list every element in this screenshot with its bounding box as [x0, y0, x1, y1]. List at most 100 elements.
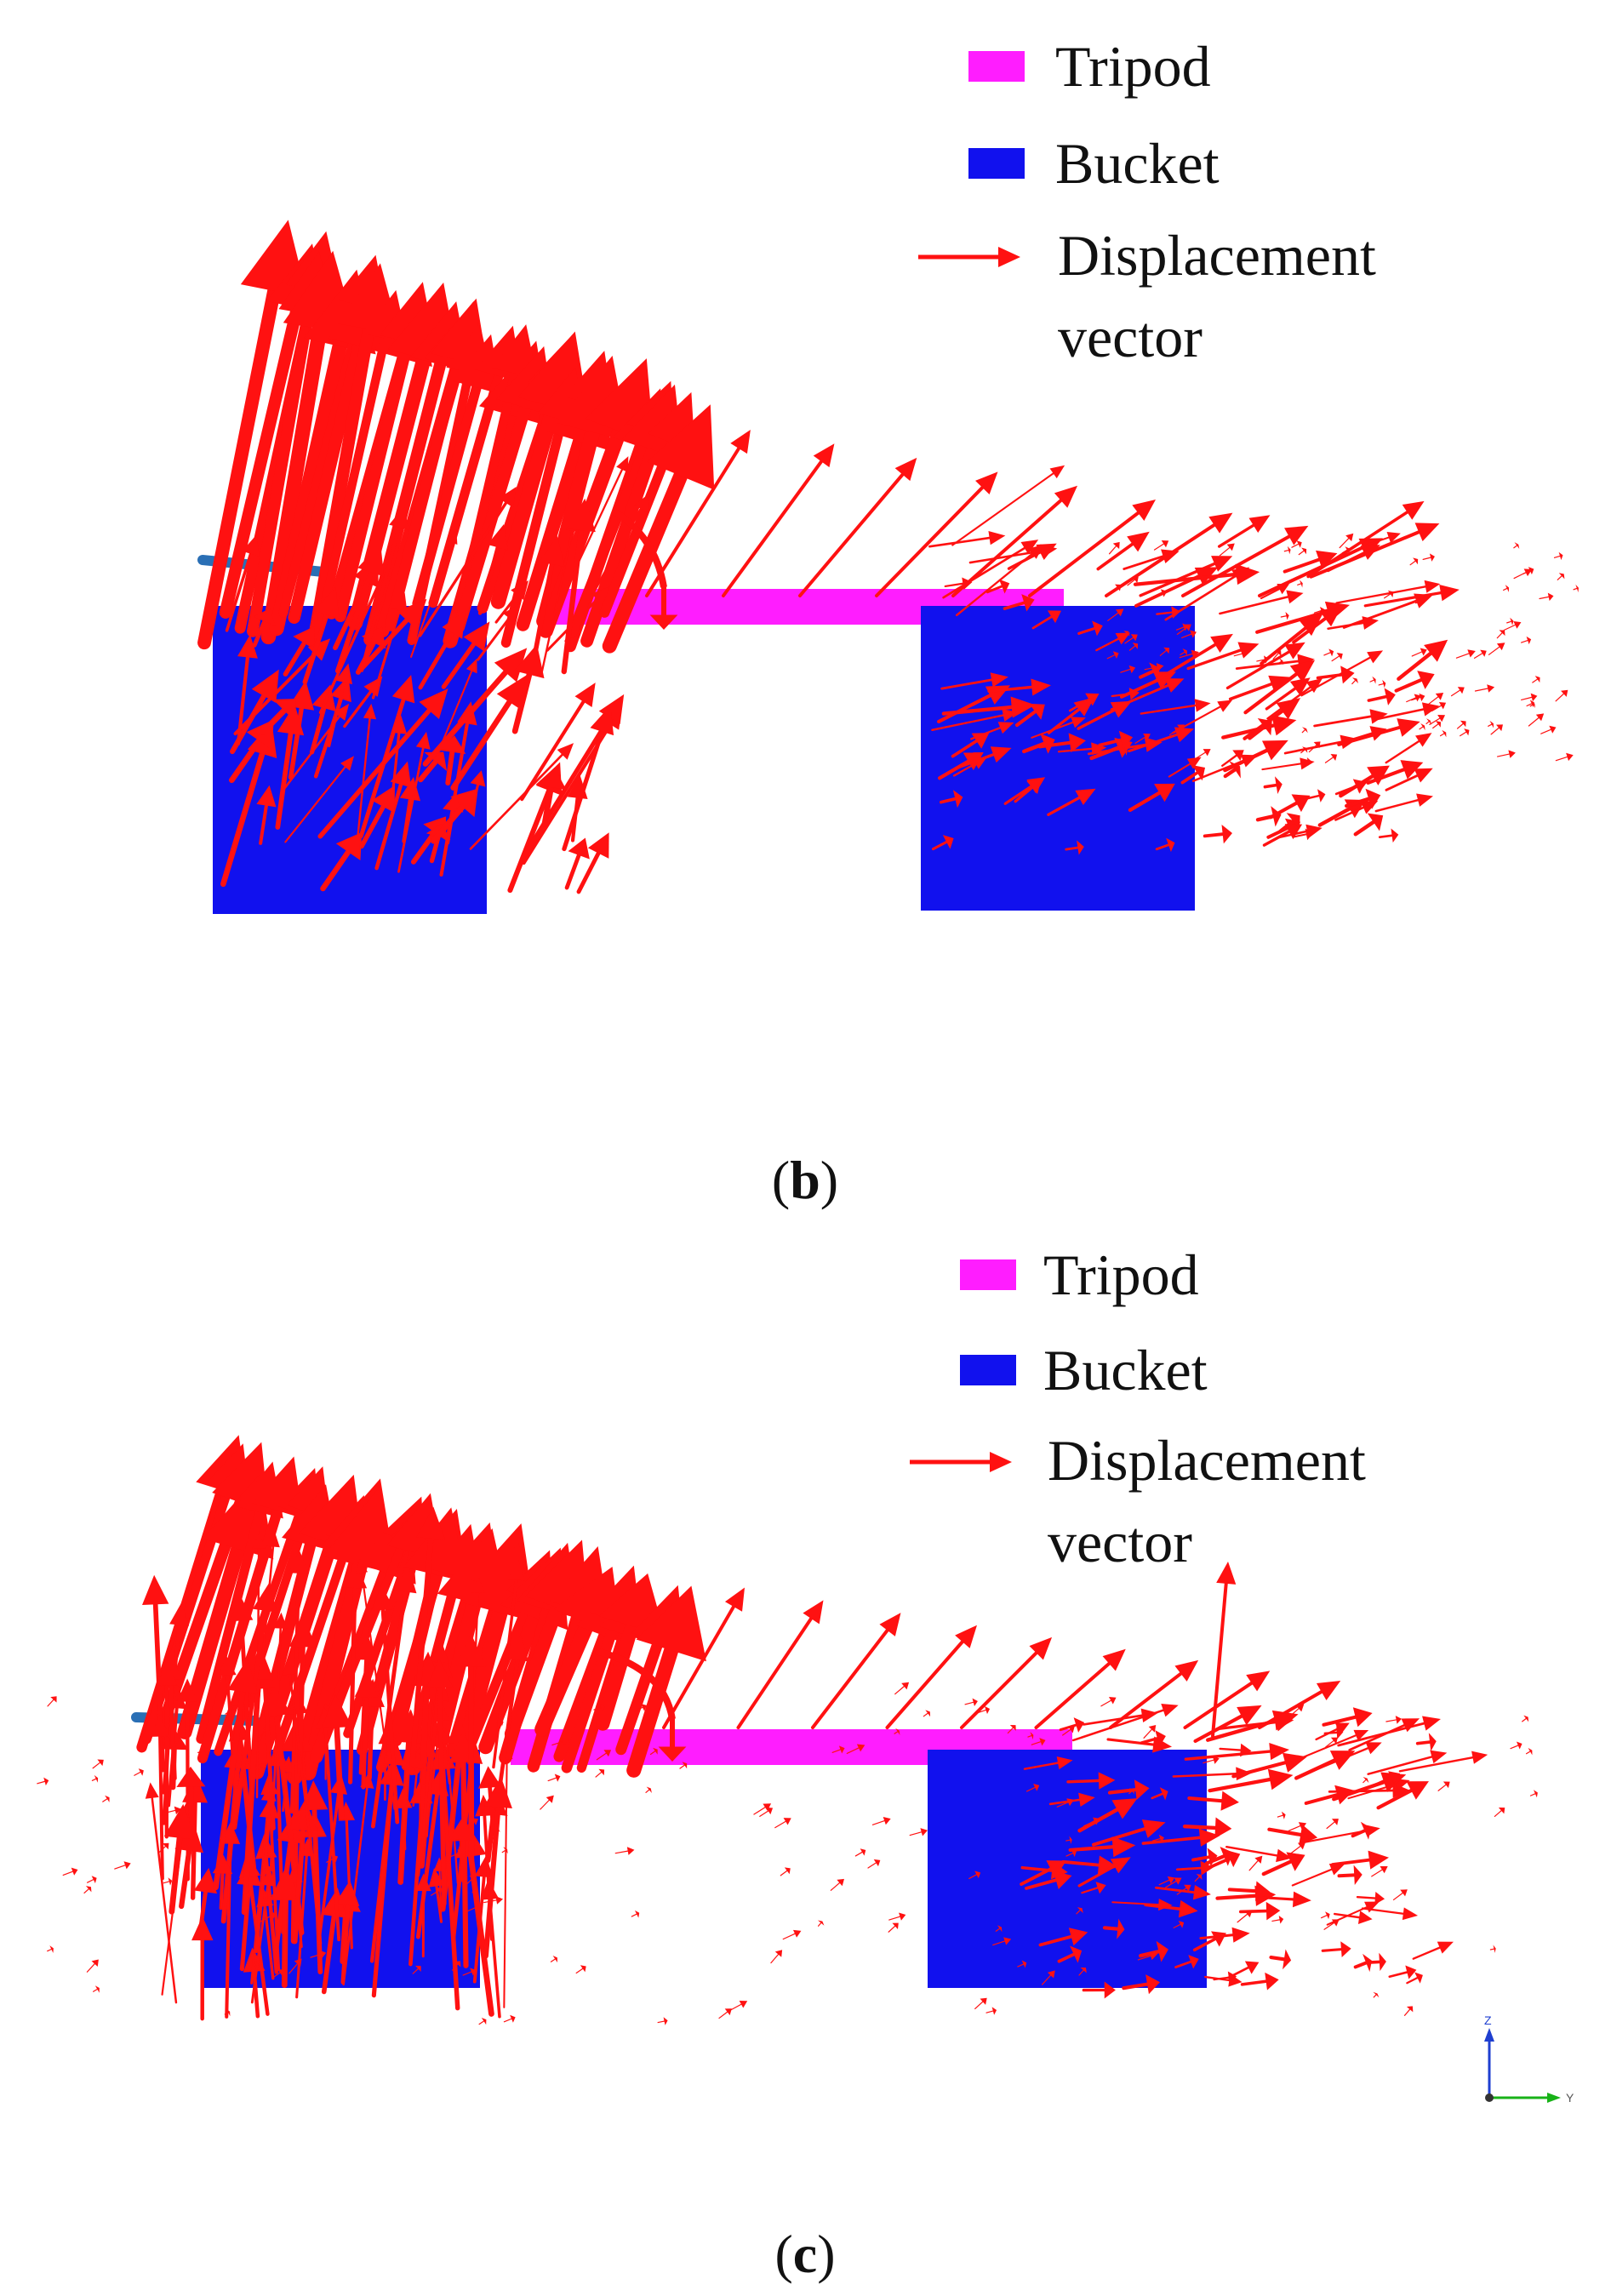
displacement-vector-head [1110, 700, 1132, 718]
displacement-vector [1077, 708, 1117, 730]
displacement-vector-head [283, 1658, 298, 1676]
displacement-vector [1175, 1866, 1203, 1871]
displacement-vector-head [321, 1693, 352, 1728]
displacement-vector [1065, 1853, 1074, 1857]
displacement-vector-head [492, 324, 538, 379]
displacement-vector [1186, 648, 1243, 671]
displacement-vector-head [415, 1873, 431, 1892]
displacement-vector [1316, 673, 1344, 680]
displacement-vector [196, 1507, 265, 1745]
displacement-vector-head [1214, 1817, 1232, 1839]
displacement-vector [564, 853, 581, 890]
displacement-vector [1291, 543, 1300, 548]
displacement-vector [1219, 546, 1231, 557]
displacement-vector-head [1066, 1798, 1074, 1807]
displacement-vector [1111, 693, 1131, 698]
displacement-vector-head [1316, 1681, 1341, 1701]
displacement-vector-head [1108, 1696, 1117, 1705]
displacement-vector [1078, 1969, 1084, 1976]
displacement-vector-head [415, 1965, 421, 1972]
displacement-vector [1522, 1717, 1527, 1722]
displacement-vector-head [1566, 752, 1574, 762]
displacement-vector [418, 758, 438, 783]
displacement-vector-head [1437, 714, 1446, 722]
displacement-vector [1181, 633, 1192, 639]
displacement-vector [1337, 1873, 1357, 1878]
displacement-vector [1353, 1961, 1368, 1969]
displacement-vector-head [647, 404, 715, 490]
displacement-vector-head [1021, 1960, 1027, 1968]
displacement-vector [257, 1730, 266, 1740]
displacement-vector-head [1148, 1725, 1157, 1733]
displacement-vector [1356, 1896, 1376, 1899]
displacement-vector [1367, 694, 1388, 702]
displacement-vector-head [1163, 647, 1170, 654]
displacement-vector [92, 1762, 100, 1769]
displacement-vector-head [646, 1786, 652, 1793]
displacement-vector [780, 1870, 788, 1876]
displacement-vector [1098, 738, 1123, 747]
legend-bucket-label: Bucket [1043, 1338, 1208, 1402]
displacement-vector-head [1362, 616, 1380, 630]
displacement-vector-head [430, 1641, 449, 1664]
displacement-vector-head [1210, 633, 1233, 653]
displacement-vector [1123, 555, 1165, 570]
displacement-vector [494, 593, 519, 624]
displacement-vector-head [1155, 1730, 1166, 1747]
displacement-vector [1107, 612, 1119, 621]
displacement-vector-head [1009, 1725, 1016, 1731]
displacement-vector-head [1095, 1882, 1106, 1894]
displacement-vector-head [1284, 642, 1305, 660]
displacement-vector-head [1053, 1870, 1072, 1889]
displacement-vector-head [393, 1566, 417, 1594]
panel-b: Tripod Bucket Displacement vector (b) [197, 37, 1579, 1210]
displacement-vector-head [1325, 1911, 1330, 1920]
displacement-vector [1513, 572, 1527, 580]
displacement-vector [281, 1897, 288, 1989]
displacement-vector-head [1414, 523, 1440, 542]
displacement-vector-head [321, 1888, 347, 1918]
displacement-vector [1321, 1948, 1343, 1952]
displacement-vector-head [426, 1658, 454, 1688]
displacement-vector [335, 569, 374, 674]
displacement-vector [1439, 733, 1445, 737]
displacement-vector [1260, 626, 1307, 665]
displacement-vector-head [176, 1766, 206, 1787]
displacement-vector [1303, 1830, 1368, 1843]
displacement-vector-head [1221, 825, 1232, 844]
axis-z-label: Z [1484, 2013, 1492, 2027]
displacement-vector [923, 1712, 928, 1717]
displacement-vector [1353, 820, 1376, 837]
displacement-vector [229, 738, 262, 784]
displacement-vector [1474, 688, 1488, 692]
displacement-vector [317, 1791, 340, 1945]
displacement-vector-head [399, 777, 421, 802]
displacement-vector-head [1178, 1899, 1198, 1918]
displacement-vector [1267, 1827, 1303, 1837]
displacement-vector-head [1300, 757, 1315, 770]
displacement-vector-head [1285, 611, 1289, 620]
displacement-vector [478, 1610, 542, 1755]
displacement-vector-head [1487, 684, 1495, 693]
displacement-vector [1371, 1869, 1383, 1877]
displacement-vector-head [1220, 1846, 1233, 1866]
displacement-vector [419, 1683, 430, 1785]
displacement-vector [540, 1799, 550, 1810]
displacement-vector [431, 803, 466, 844]
displacement-vector [1323, 1922, 1335, 1930]
displacement-vector [1003, 785, 1033, 805]
displacement-vector-head [447, 1819, 477, 1842]
displacement-vector [817, 1922, 822, 1927]
displacement-vector [985, 2010, 994, 2013]
displacement-vector [1111, 1901, 1160, 1906]
tripod-swatch [968, 51, 1025, 82]
displacement-vector-head [1176, 727, 1181, 735]
displacement-vector-head [335, 663, 352, 685]
displacement-vector-head [544, 1710, 551, 1716]
arrow-icon [910, 1452, 1012, 1472]
displacement-vector [367, 1704, 374, 1781]
displacement-vector-head [1166, 837, 1175, 853]
displacement-vector-head [1317, 789, 1326, 802]
displacement-vector [1204, 1854, 1226, 1865]
displacement-vector-head [371, 1585, 395, 1611]
